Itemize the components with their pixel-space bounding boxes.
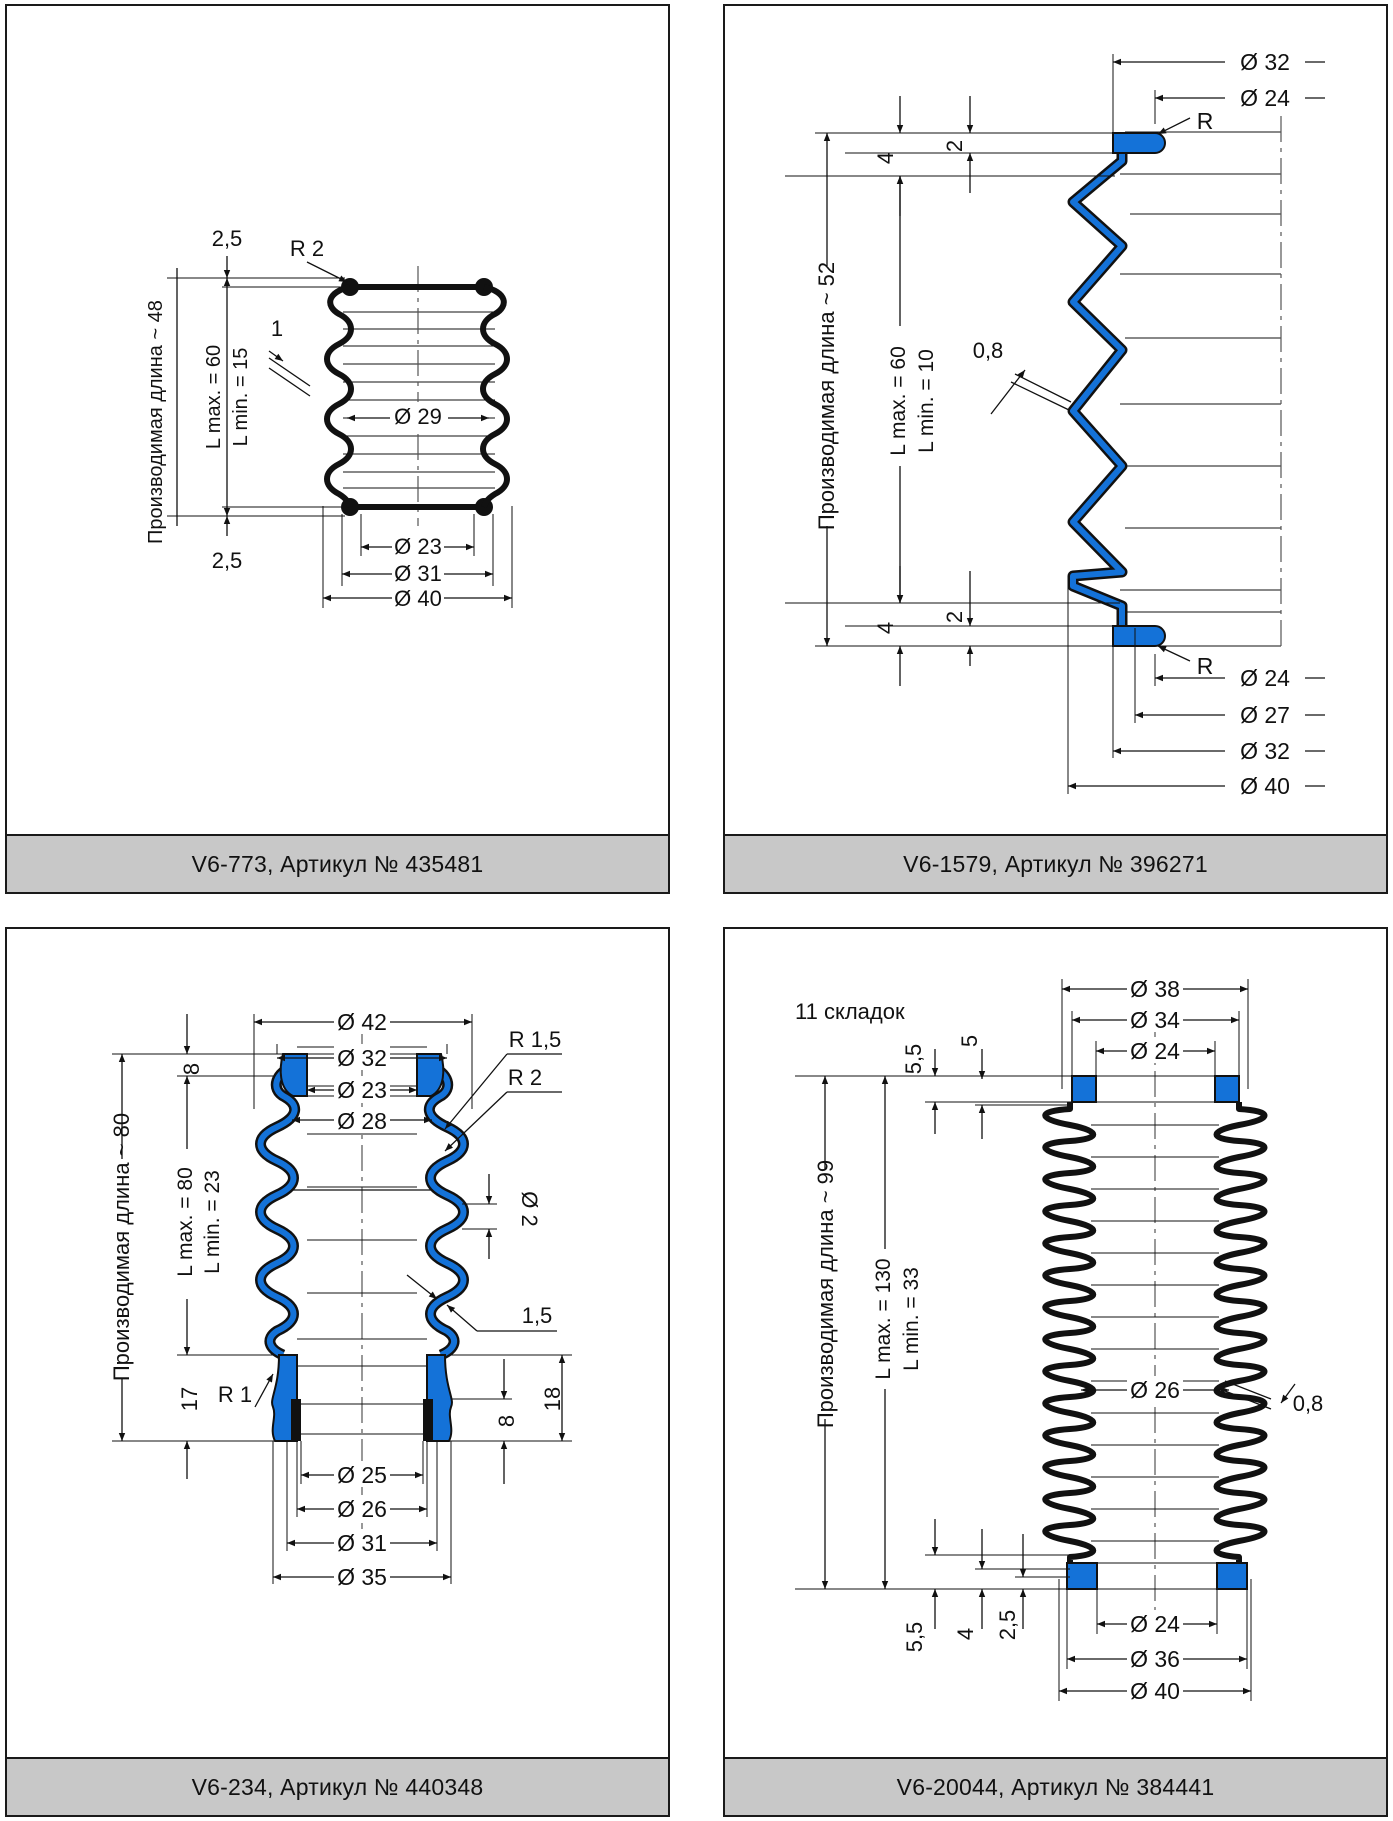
label-lmax: L max. = 80 <box>174 1167 197 1277</box>
label-lmax: L max. = 130 <box>872 1258 895 1379</box>
caption-v6-234: V6-234, Артикул № 440348 <box>7 1757 668 1815</box>
label-d24-bottom: Ø 24 <box>1130 1611 1180 1637</box>
drawing-panel-v6-234: Производимая длина ~ 80 L max. = 80 L mi… <box>5 927 670 1817</box>
label-height-8-bottom: 8 <box>494 1415 519 1427</box>
label-height-bottom: 4 <box>873 622 898 634</box>
label-h4-bottom: 4 <box>953 1628 978 1640</box>
label-radius-bottom: R <box>1197 653 1214 679</box>
label-d32: Ø 32 <box>337 1045 387 1071</box>
label-d25: Ø 25 <box>337 1462 387 1488</box>
label-r2: R 2 <box>508 1065 542 1090</box>
label-prod-length: Производимая длина ~ 52 <box>814 262 839 530</box>
label-d-inner: Ø 29 <box>394 404 442 429</box>
label-d26: Ø 26 <box>1130 1377 1180 1403</box>
bellows-drawing-v6-773: Производимая длина ~ 48 L max. = 60 L mi… <box>145 226 513 611</box>
label-d31: Ø 31 <box>337 1530 387 1556</box>
label-d23: Ø 23 <box>394 534 442 559</box>
label-d26: Ø 26 <box>337 1496 387 1522</box>
label-d34: Ø 34 <box>1130 1007 1180 1033</box>
label-lmin: L min. = 15 <box>230 348 252 447</box>
label-prod-length: Производимая длина ~ 48 <box>145 300 167 544</box>
label-h55-top: 5,5 <box>901 1044 926 1075</box>
bellows-wall-right <box>1213 1102 1268 1563</box>
label-thickness-bottom: 2,5 <box>212 548 243 573</box>
label-wall: 1,5 <box>522 1303 553 1328</box>
label-height-top: 4 <box>873 152 898 164</box>
label-lmin: L min. = 10 <box>915 349 938 453</box>
label-prod-length: Производимая длина ~ 99 <box>813 1160 838 1428</box>
label-d24-bottom: Ø 24 <box>1240 665 1290 691</box>
caption-v6-20044: V6-20044, Артикул № 384441 <box>725 1757 1386 1815</box>
label-lmax: L max. = 60 <box>203 345 225 449</box>
drawing-panel-v6-20044: 11 складок Производимая длина ~ 99 L max… <box>723 927 1388 1817</box>
label-d36: Ø 36 <box>1130 1646 1180 1672</box>
label-r1: R 1 <box>218 1382 252 1407</box>
label-d24-top: Ø 24 <box>1130 1038 1180 1064</box>
label-radius-top: R <box>1197 108 1214 134</box>
label-lmax: L max. = 60 <box>887 346 910 456</box>
label-d2: Ø 2 <box>517 1191 542 1226</box>
label-d31: Ø 31 <box>394 561 442 586</box>
label-prod-length: Производимая длина ~ 80 <box>109 1113 134 1381</box>
label-lmin: L min. = 33 <box>900 1267 923 1371</box>
label-thick-top: 2 <box>942 140 967 152</box>
label-height-17: 17 <box>177 1387 202 1411</box>
label-height-18: 18 <box>540 1387 565 1411</box>
drawing-panel-v6-773: Производимая длина ~ 48 L max. = 60 L mi… <box>5 4 670 894</box>
label-d24-top: Ø 24 <box>1240 85 1290 111</box>
bellows-wall-left <box>1042 1102 1096 1563</box>
caption-v6-1579: V6-1579, Артикул № 396271 <box>725 834 1386 892</box>
caption-v6-773: V6-773, Артикул № 435481 <box>7 834 668 892</box>
label-d38: Ø 38 <box>1130 976 1180 1002</box>
label-d27: Ø 27 <box>1240 702 1290 728</box>
label-d32-top: Ø 32 <box>1240 49 1290 75</box>
label-d40: Ø 40 <box>1240 773 1290 799</box>
label-h25-bottom: 2,5 <box>995 1610 1020 1641</box>
bellows-drawing-v6-234: Производимая длина ~ 80 L max. = 80 L mi… <box>107 1008 572 1590</box>
label-d32-bottom: Ø 32 <box>1240 738 1290 764</box>
label-d40: Ø 40 <box>1130 1678 1180 1704</box>
label-height-top: 8 <box>179 1063 204 1075</box>
drawing-panel-v6-1579: Производимая длина ~ 52 L max. = 60 L mi… <box>723 4 1388 894</box>
bellows-drawing-v6-1579: Производимая длина ~ 52 L max. = 60 L mi… <box>785 49 1325 799</box>
label-thickness-top: 2,5 <box>212 226 243 251</box>
label-folds: 11 складок <box>795 999 905 1024</box>
label-thick-bottom: 2 <box>942 611 967 623</box>
label-h5-top: 5 <box>957 1035 982 1047</box>
label-d35: Ø 35 <box>337 1564 387 1590</box>
bellows-drawing-v6-20044: 11 складок Производимая длина ~ 99 L max… <box>795 975 1324 1704</box>
label-r15: R 1,5 <box>509 1027 562 1052</box>
label-wall: 0,8 <box>973 338 1004 363</box>
label-radius: R 2 <box>290 236 324 261</box>
label-lmin: L min. = 23 <box>201 1170 224 1274</box>
label-d23: Ø 23 <box>337 1077 387 1103</box>
label-d28: Ø 28 <box>337 1108 387 1134</box>
label-wall: 1 <box>271 316 283 341</box>
label-d42: Ø 42 <box>337 1009 387 1035</box>
label-wall: 0,8 <box>1293 1391 1324 1416</box>
label-d40: Ø 40 <box>394 586 442 611</box>
label-h55-bottom: 5,5 <box>902 1622 927 1653</box>
